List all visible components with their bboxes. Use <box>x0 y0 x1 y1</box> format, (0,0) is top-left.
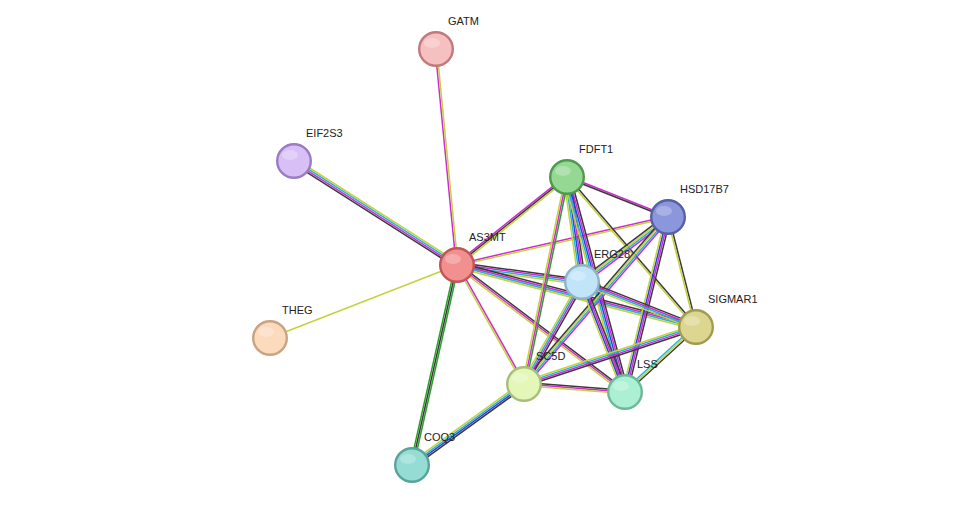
interaction-edge <box>307 168 444 258</box>
evidence-line <box>536 230 658 371</box>
interaction-edge <box>437 66 456 248</box>
interaction-edge <box>286 271 441 332</box>
evidence-line <box>307 172 441 258</box>
evidence-line <box>638 338 684 380</box>
interaction-edge <box>597 286 681 323</box>
node-label: FDFT1 <box>579 143 613 156</box>
protein-node: COQ3 <box>394 447 430 483</box>
evidence-line <box>417 282 455 449</box>
interaction-edge <box>577 189 685 314</box>
evidence-line <box>532 296 573 368</box>
node-circle <box>439 247 475 283</box>
node-label: GATM <box>448 15 479 28</box>
evidence-line <box>598 287 680 320</box>
protein-node: GATM <box>418 31 454 67</box>
evidence-line <box>465 280 515 369</box>
evidence-line <box>310 168 444 254</box>
node-circle <box>506 366 542 402</box>
interaction-edge <box>636 337 684 382</box>
evidence-line <box>286 271 441 332</box>
evidence-line <box>577 190 684 314</box>
evidence-line <box>425 393 509 454</box>
evidence-line <box>636 337 682 379</box>
interaction-edge <box>671 233 692 310</box>
node-circle <box>549 159 585 195</box>
interaction-edge <box>533 228 659 373</box>
interaction-edge <box>424 392 511 457</box>
node-circle <box>276 143 312 179</box>
evidence-line <box>526 193 562 367</box>
evidence-line <box>535 298 576 370</box>
protein-node: HSD17B7 <box>650 199 686 235</box>
node-circle <box>678 309 714 345</box>
evidence-line <box>308 171 442 257</box>
protein-node: LSS <box>607 374 643 410</box>
evidence-line <box>597 291 679 324</box>
evidence-line <box>599 286 681 319</box>
node-label: EIF2S3 <box>306 127 343 140</box>
protein-node: AS3MT <box>439 247 475 283</box>
node-circle <box>564 264 600 300</box>
protein-node: EIF2S3 <box>276 143 312 179</box>
evidence-line <box>530 296 571 368</box>
node-circle <box>252 320 288 356</box>
interaction-edge <box>541 384 608 393</box>
interaction-edge <box>530 296 576 371</box>
protein-node: SIGMAR1 <box>678 309 714 345</box>
node-label: SIGMAR1 <box>708 293 758 306</box>
protein-node: THEG <box>252 320 288 356</box>
node-label: THEG <box>282 304 313 317</box>
node-label: AS3MT <box>469 231 506 244</box>
evidence-line <box>427 396 511 457</box>
evidence-line <box>671 234 691 311</box>
evidence-line <box>673 233 693 310</box>
evidence-line <box>438 66 456 248</box>
evidence-line <box>533 297 574 369</box>
node-circle <box>394 447 430 483</box>
evidence-line <box>426 395 510 456</box>
protein-node: SC5D <box>506 366 542 402</box>
protein-node: FDFT1 <box>549 159 585 195</box>
interaction-edge <box>582 182 652 211</box>
node-label: LSS <box>637 358 658 371</box>
node-circle <box>418 31 454 67</box>
interaction-edge <box>414 281 455 449</box>
evidence-line <box>469 186 552 253</box>
evidence-line <box>437 66 455 248</box>
evidence-line <box>424 392 508 453</box>
node-label: HSD17B7 <box>680 183 729 196</box>
evidence-line <box>594 225 653 269</box>
protein-node: ERG28 <box>564 264 600 300</box>
node-label: COQ3 <box>424 431 455 444</box>
evidence-line <box>414 281 452 448</box>
evidence-line <box>416 282 454 449</box>
node-label: ERG28 <box>594 248 630 261</box>
node-label: SC5D <box>536 350 565 363</box>
evidence-line <box>541 387 608 392</box>
evidence-line <box>598 289 680 322</box>
node-circle <box>607 374 643 410</box>
evidence-line <box>471 189 554 256</box>
evidence-line <box>309 169 443 255</box>
node-circle <box>650 199 686 235</box>
